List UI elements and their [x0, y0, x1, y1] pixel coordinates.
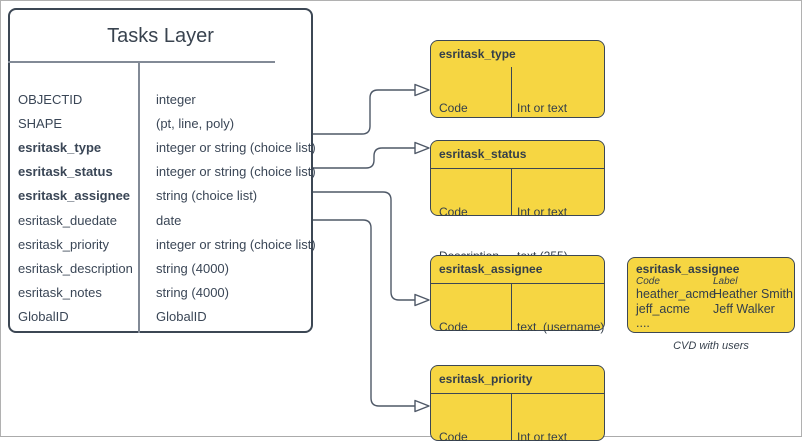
cell: Code — [439, 205, 468, 219]
table-row: OBJECTID integer — [10, 87, 311, 111]
field-type: string (choice list) — [156, 188, 258, 204]
domain-table-title: esritask_assignee — [439, 262, 543, 276]
domain-table-esritask-priority: esritask_priority Code Description Int o… — [430, 365, 605, 444]
field-type: integer — [156, 91, 196, 107]
field-type: GlobalID — [156, 309, 207, 325]
table-row: esritask_assignee string (choice list) — [10, 184, 311, 208]
table-title: Tasks Layer — [107, 24, 214, 47]
table-row: esritask_status integer or string (choice… — [10, 160, 316, 184]
title-divider — [431, 168, 604, 170]
cvd-users-table: esritask_assignee Code Label heather_acm… — [627, 257, 795, 333]
column-divider — [511, 283, 513, 330]
cvd-caption: CVD with users — [673, 340, 749, 352]
field-name: esritask_notes — [18, 285, 102, 301]
field-name: esritask_duedate — [18, 212, 118, 228]
title-divider — [8, 61, 275, 63]
domain-table-title: esritask_priority — [439, 372, 533, 386]
type-column: Int or text text (255) — [517, 401, 568, 444]
cell: Code — [439, 101, 468, 115]
table-row: esritask_duedate date — [10, 208, 311, 232]
cell: text (username) — [517, 320, 605, 334]
cvd-header-label: Label — [713, 276, 738, 287]
field-name: esritask_description — [18, 260, 133, 276]
table-row: GlobalID GlobalID — [10, 305, 311, 329]
field-type: integer or string (choice list) — [156, 139, 316, 155]
domain-table-title: esritask_type — [439, 47, 516, 61]
field-name: OBJECTID — [18, 91, 83, 107]
table-row: esritask_description string (4000) — [10, 256, 311, 280]
table-row: SHAPE (pt, line, poly) — [10, 111, 311, 135]
field-type: integer or string (choice list) — [156, 236, 316, 252]
domain-table-esritask-type: esritask_type Code Description Int or te… — [430, 40, 605, 159]
domain-table-esritask-assignee: esritask_assignee Code Description text … — [430, 255, 605, 378]
cvd-cell: Jeff Walker — [713, 302, 775, 316]
column-divider — [511, 168, 513, 215]
field-type: string (4000) — [156, 260, 229, 276]
field-type: date — [156, 212, 182, 228]
cvd-cell: .... — [636, 316, 650, 330]
cvd-cell: jeff_acme — [636, 302, 690, 316]
cvd-header-code: Code — [636, 276, 660, 287]
field-name: esritask_type — [18, 139, 102, 155]
code-column: Code Description — [439, 401, 499, 444]
title-divider — [431, 393, 604, 395]
field-type: (pt, line, poly) — [156, 115, 235, 131]
column-divider — [511, 67, 513, 117]
cell: Code — [439, 320, 468, 334]
cvd-cell: heather_acme — [636, 287, 716, 301]
canvas-bottom-line — [0, 436, 802, 437]
cell: Int or text — [517, 430, 568, 444]
column-divider — [138, 63, 140, 333]
field-name: esritask_priority — [18, 236, 110, 252]
cell: Int or text — [517, 101, 568, 115]
table-row: esritask_priority integer or string (choi… — [10, 232, 316, 256]
field-name: SHAPE — [18, 115, 63, 131]
field-type: string (4000) — [156, 285, 229, 301]
column-divider — [511, 393, 513, 440]
domain-table-esritask-status: esritask_status Code Description Int or … — [430, 140, 605, 263]
table-row: esritask_type integer or string (choice l… — [10, 135, 316, 159]
cell: Code — [439, 430, 468, 444]
cell: Int or text — [517, 205, 568, 219]
field-type: integer or string (choice list) — [156, 164, 316, 180]
domain-table-title: esritask_status — [439, 147, 527, 161]
field-name: esritask_assignee — [18, 188, 131, 204]
cvd-table-title: esritask_assignee — [636, 262, 740, 276]
field-name: GlobalID — [18, 309, 69, 325]
field-name: esritask_status — [18, 164, 113, 180]
title-divider — [431, 283, 604, 285]
table-row: esritask_notes string (4000) — [10, 281, 311, 305]
cvd-cell: Heather Smith — [713, 287, 793, 301]
